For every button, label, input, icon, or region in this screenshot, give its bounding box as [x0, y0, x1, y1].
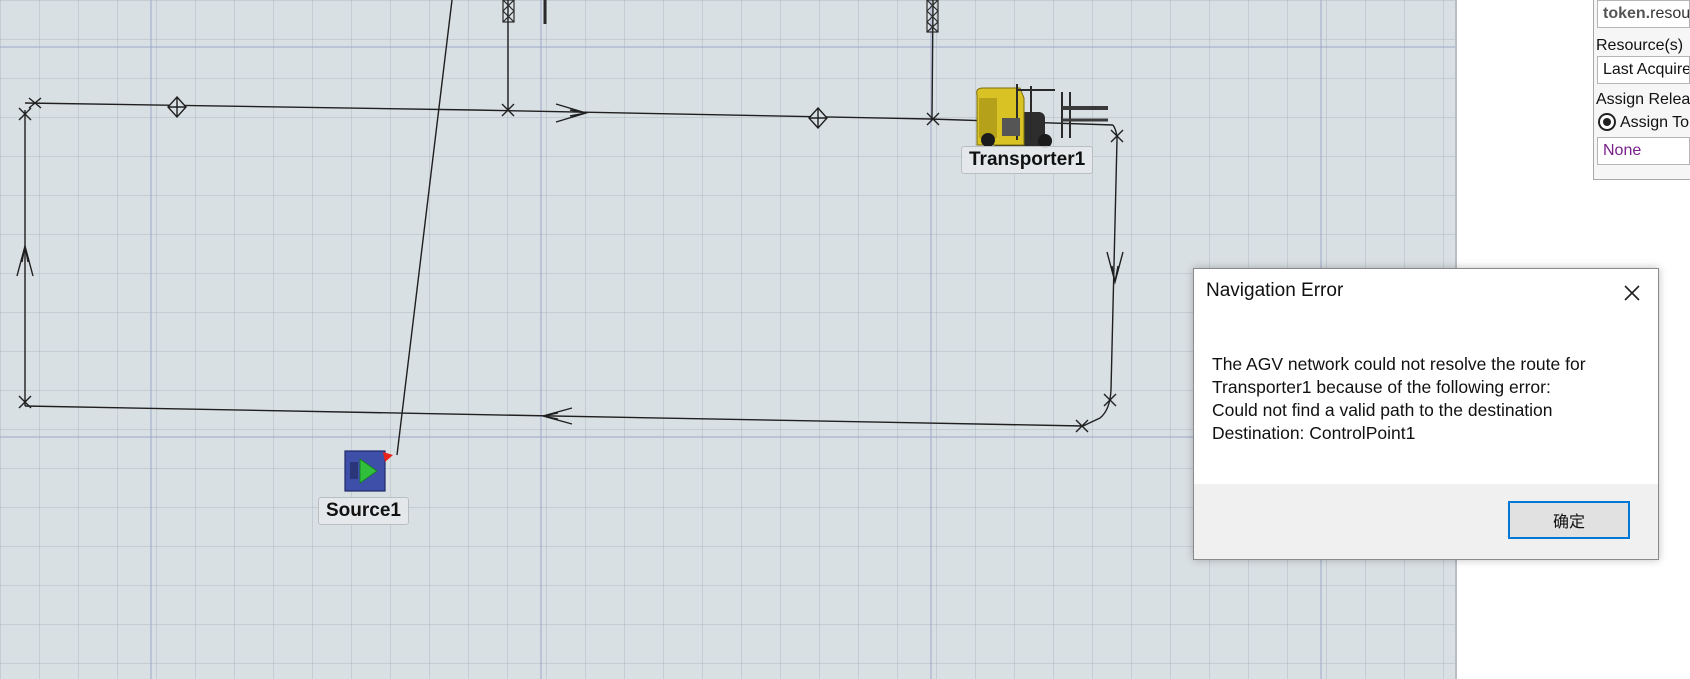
transporter-label[interactable]: Transporter1 — [961, 146, 1094, 174]
agv-path-spur-right[interactable] — [931, 0, 934, 120]
token-property: resou — [1650, 5, 1690, 22]
lattice-marker-right — [926, 0, 939, 33]
control-point-marker[interactable] — [1075, 419, 1089, 433]
control-point-marker[interactable] — [501, 103, 515, 117]
assign-to-label: Assign To — [1620, 114, 1690, 131]
assign-to-radio[interactable] — [1598, 113, 1616, 131]
direction-arrow-right-icon — [555, 103, 589, 123]
path-node-diamond[interactable] — [808, 106, 828, 130]
agv-path-bottom[interactable] — [24, 405, 1084, 427]
direction-arrow-down-icon — [1106, 251, 1124, 285]
close-icon[interactable] — [1618, 279, 1646, 307]
ok-button[interactable]: 确定 — [1508, 501, 1630, 539]
direction-arrow-up-icon — [16, 243, 34, 277]
token-keyword: token. — [1603, 5, 1651, 22]
assign-release-label: Assign Relea — [1596, 91, 1690, 108]
control-point-marker[interactable] — [18, 107, 32, 121]
control-point-marker[interactable] — [926, 112, 940, 126]
resources-label: Resource(s) — [1596, 37, 1684, 54]
control-point-marker[interactable] — [28, 97, 42, 109]
resources-select[interactable]: Last Acquire — [1597, 56, 1690, 84]
assign-to-value-field[interactable]: None — [1597, 137, 1690, 165]
control-point-marker[interactable] — [1110, 129, 1124, 143]
dialog-message: The AGV network could not resolve the ro… — [1212, 353, 1638, 445]
dialog-message-line: Destination: ControlPoint1 — [1212, 423, 1416, 443]
dialog-footer: 确定 — [1194, 484, 1658, 559]
navigation-error-dialog: Navigation Error The AGV network could n… — [1193, 268, 1659, 560]
control-point-marker[interactable] — [1103, 393, 1117, 407]
agv-path-top[interactable] — [24, 102, 1114, 126]
source-object[interactable] — [344, 450, 393, 492]
dialog-message-line: The AGV network could not resolve the ro… — [1212, 354, 1586, 374]
source-label[interactable]: Source1 — [318, 497, 409, 525]
direction-arrow-left-icon — [540, 407, 573, 425]
resource-expression-field[interactable]: token.resou — [1597, 0, 1690, 28]
source-connector-line — [396, 0, 453, 456]
control-point-marker[interactable] — [18, 395, 32, 409]
lattice-marker-left — [502, 0, 515, 23]
forklift-transporter[interactable] — [976, 84, 1108, 148]
dialog-message-line: Could not find a valid path to the desti… — [1212, 400, 1553, 420]
agv-path-network[interactable] — [0, 0, 1455, 679]
agv-path-right[interactable] — [1082, 124, 1118, 427]
dialog-message-line: Transporter1 because of the following er… — [1212, 377, 1551, 397]
dialog-title: Navigation Error — [1206, 280, 1344, 301]
path-node-diamond[interactable] — [167, 95, 187, 119]
